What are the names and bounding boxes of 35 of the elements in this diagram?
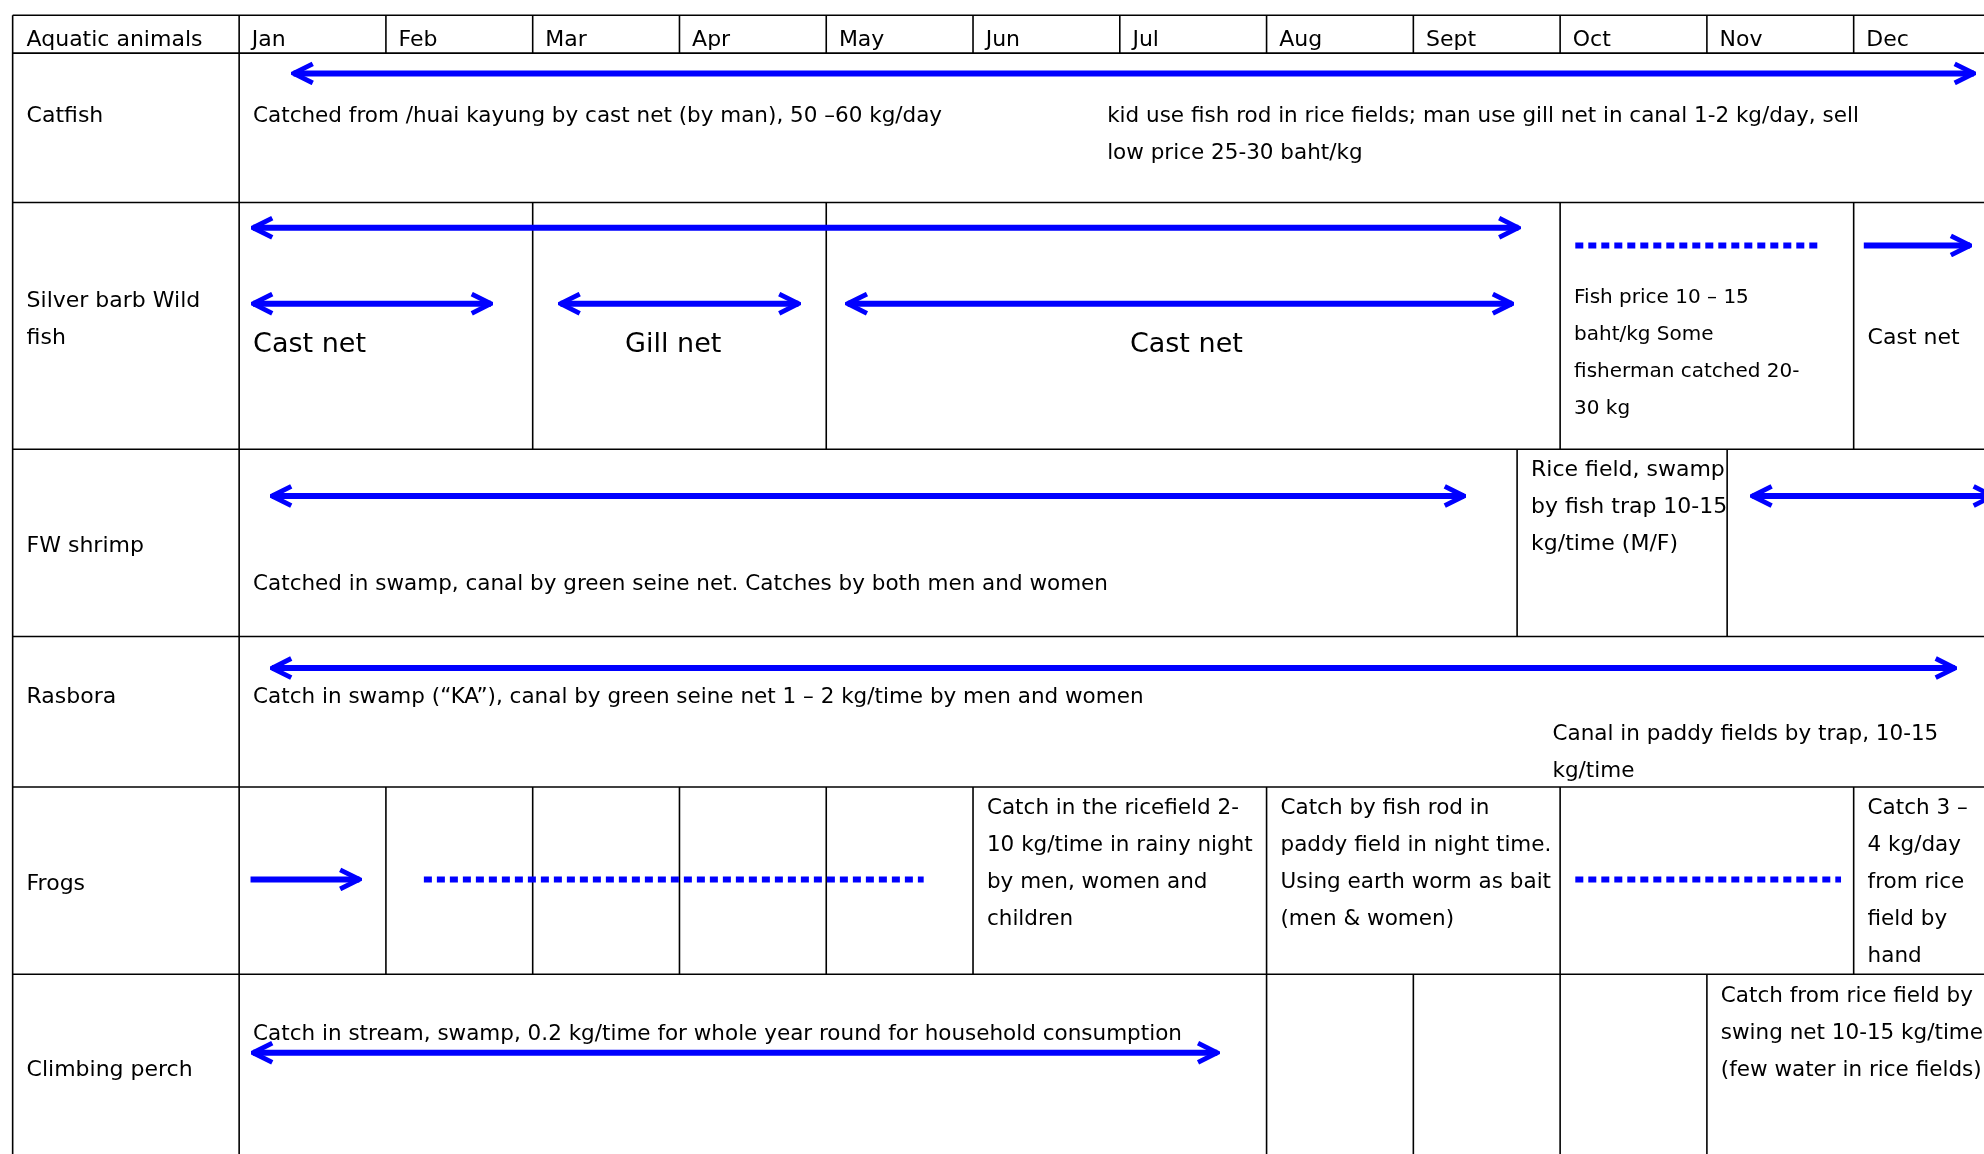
- note-text: Canal in paddy fields by trap, 10-15 kg/time: [1552, 718, 1940, 784]
- method-label: Gill net: [625, 325, 722, 360]
- month-header: Oct: [1572, 25, 1611, 54]
- row-header: Silver barb Wild fish: [26, 285, 202, 351]
- note-text: Catch from rice field by swing net 10-15 kg/time (few water in rice fields): [1720, 980, 1984, 1083]
- month-header: Aug: [1279, 25, 1323, 54]
- note-text: Catch 3 – 4 kg/day from rice field by hand: [1867, 793, 1969, 970]
- note-text: Catch in the ricefield 2-10 kg/time in rainy night by men, women and children: [986, 793, 1254, 933]
- month-header: Mar: [545, 25, 587, 54]
- note-text: Catch in stream, swamp, 0.2 kg/time for whole year round for household consumption: [253, 1018, 1183, 1047]
- note-text: Fish price 10 – 15 baht/kg Some fisherman catched 20-30 kg: [1574, 283, 1801, 422]
- month-header: Jun: [985, 25, 1021, 54]
- note-text: Rice field, swamp by fish trap 10-15 kg/time (M/F): [1531, 455, 1729, 558]
- month-header: Dec: [1866, 25, 1909, 54]
- month-header: Apr: [692, 25, 731, 54]
- note-text: Catched in swamp, canal by green seine net. Catches by both men and women: [253, 569, 1108, 598]
- note-text: Catched from /huai kayung by cast net (by man), 50 –60 kg/day: [253, 101, 943, 130]
- month-header: Jan: [251, 25, 286, 54]
- month-header: May: [838, 25, 885, 54]
- row-header: Frogs: [26, 869, 86, 898]
- note-text: kid use fish rod in rice fields; man use gill net in canal 1-2 kg/day, sell low price 25-30 baht/kg: [1107, 101, 1860, 167]
- month-header: Jul: [1132, 25, 1159, 54]
- month-header: Sept: [1426, 25, 1477, 54]
- column-header: Aquatic animals: [26, 25, 203, 54]
- method-label: Cast net: [1867, 322, 1960, 351]
- row-header: Catfish: [26, 101, 104, 130]
- row-header: FW shrimp: [26, 531, 144, 560]
- row-header: Rasbora: [26, 681, 117, 710]
- method-label: Cast net: [1129, 325, 1243, 360]
- month-header: Nov: [1719, 25, 1763, 54]
- note-text: Catch by fish rod in paddy field in night time. Using earth worm as bait (men & women): [1280, 793, 1553, 933]
- month-header: Feb: [398, 25, 438, 54]
- method-label: Cast net: [253, 325, 366, 360]
- note-text: Catch in swamp (“KA”), canal by green seine net 1 – 2 kg/time by men and women: [253, 681, 1144, 710]
- row-header: Climbing perch: [26, 1055, 193, 1084]
